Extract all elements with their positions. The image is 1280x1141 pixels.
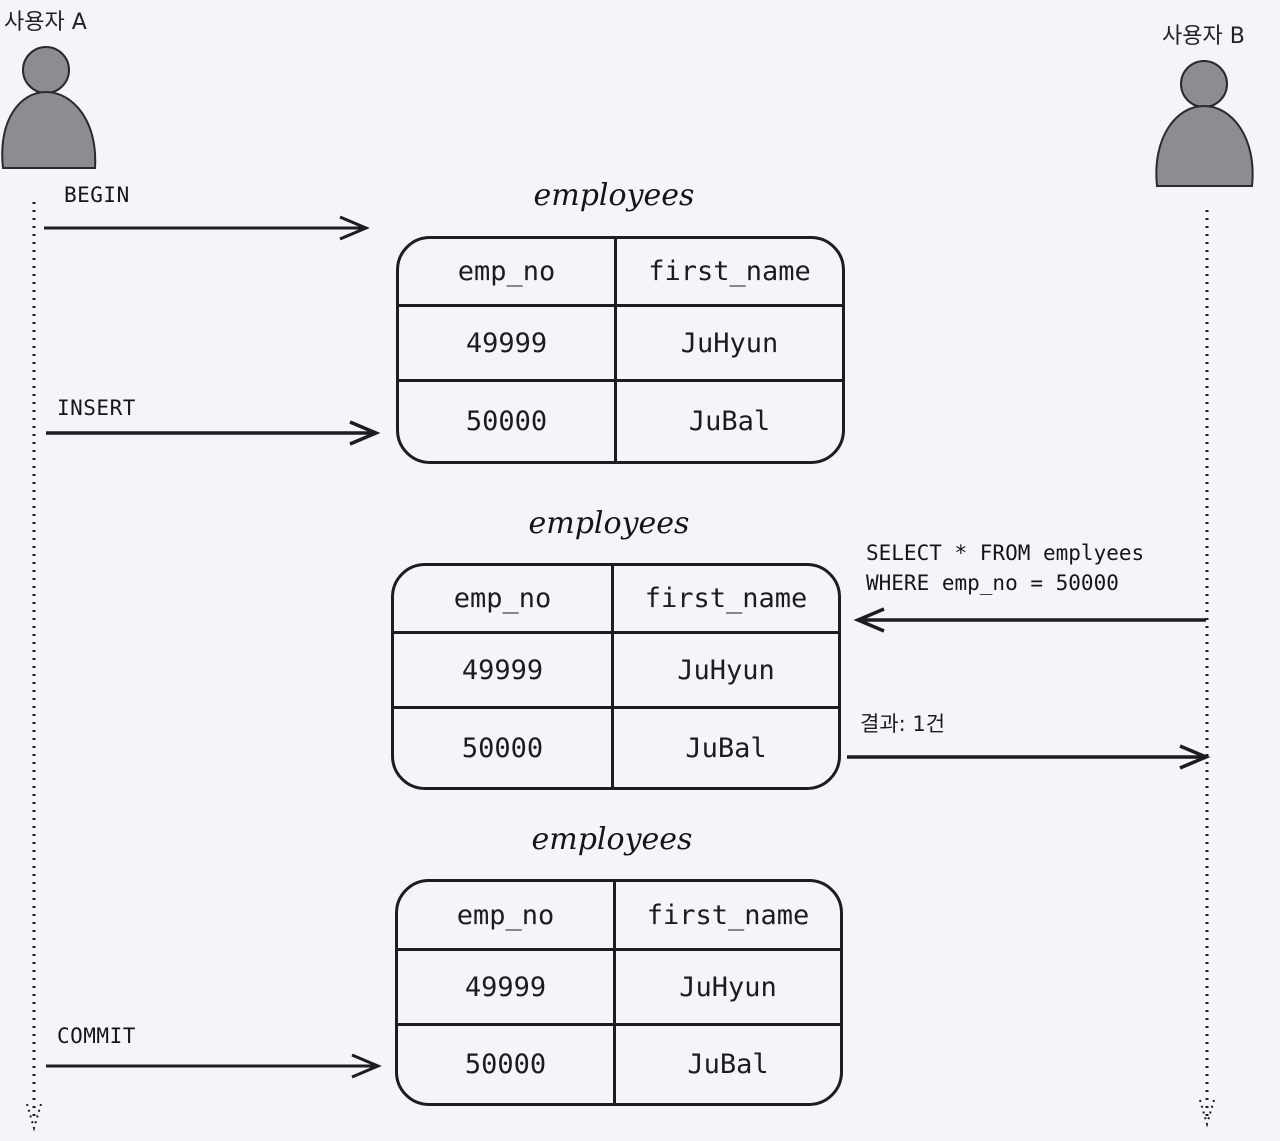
column-header-emp-no: emp_no [456,899,555,931]
table-divider [399,379,842,382]
table-cell: 49999 [464,971,547,1003]
table-cell: JuBal [685,732,767,764]
column-header-emp-no: emp_no [457,256,556,287]
table-divider [394,631,838,634]
user-a-icon [1,46,97,169]
column-header-first-name: first_name [644,583,808,614]
column-header-emp-no: emp_no [453,583,552,614]
user-b-icon [1155,60,1254,187]
table-cell: JuHyun [679,971,777,1003]
arrow-left-icon [853,607,1206,633]
table-cell: 50000 [465,405,548,437]
table-cell: 50000 [464,1049,547,1080]
table-divider [398,948,840,951]
table-cell: 49999 [461,654,544,686]
employees-table: emp_no first_name 49999 JuHyun 50000 JuB… [395,879,843,1106]
table-cell: JuBal [688,405,771,437]
select-query: SELECT * FROM emplyees WHERE emp_no = 50… [866,538,1144,598]
column-header-first-name: first_name [648,256,811,287]
employees-table: emp_no first_name 49999 JuHyun 50000 JuB… [396,236,845,464]
insert-label: INSERT [57,396,136,420]
table-cell: JuHyun [680,327,779,359]
table-divider [614,239,617,461]
table-title: employees [528,506,690,541]
begin-label: BEGIN [64,183,130,207]
table-cell: 50000 [461,732,544,764]
arrow-right-icon [46,1053,382,1079]
table-cell: JuBal [687,1049,769,1080]
select-query-line-2: WHERE emp_no = 50000 [866,571,1119,595]
actor-b-label: 사용자 B [1162,24,1245,49]
actor-a-label: 사용자 A [4,10,87,35]
table-title: employees [531,822,693,857]
table-divider [398,1023,840,1026]
arrow-right-icon [44,215,370,241]
table-cell: JuHyun [677,654,775,686]
arrow-right-icon [46,420,381,446]
table-divider [613,882,616,1103]
select-query-line-1: SELECT * FROM emplyees [866,541,1145,565]
table-title: employees [533,178,695,213]
table-divider [394,706,838,709]
lifeline-a-end-icon [26,1103,42,1132]
commit-label: COMMIT [57,1024,136,1048]
result-label: 결과: 1건 [860,712,946,736]
column-header-first-name: first_name [646,899,810,931]
lifeline-b-end-icon [1199,1099,1215,1128]
table-divider [399,304,842,307]
arrow-right-icon [847,744,1211,770]
table-cell: 49999 [465,327,548,359]
employees-table: emp_no first_name 49999 JuHyun 50000 JuB… [391,563,841,790]
table-divider [611,566,614,787]
